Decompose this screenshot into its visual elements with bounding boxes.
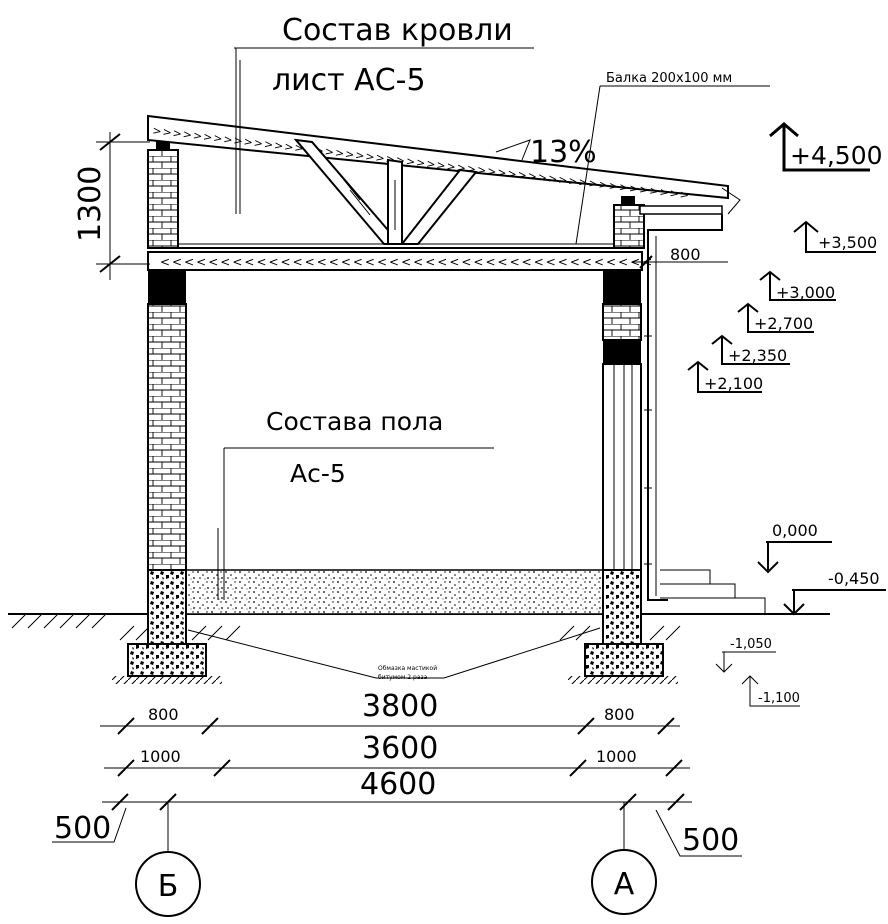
- downpipe: [644, 214, 723, 601]
- svg-text:1000: 1000: [140, 747, 181, 766]
- svg-text:+2,700: +2,700: [754, 314, 813, 333]
- roof-height-label: 1300: [73, 166, 108, 242]
- overhang-dimension: 800: [632, 245, 728, 269]
- svg-text:+4,500: +4,500: [790, 141, 883, 170]
- svg-text:0,000: 0,000: [772, 521, 818, 540]
- elevation-minus-1050: -1,050: [715, 637, 776, 673]
- roof-callout: Состав кровли лист АС-5: [234, 13, 534, 214]
- axis-b-label: Б: [158, 869, 179, 904]
- axis-a-label: А: [614, 867, 635, 902]
- elevation-minus-0450: -0,450: [783, 569, 886, 616]
- elevation-3500: +3,500: [793, 220, 877, 253]
- svg-text:+3,000: +3,000: [776, 283, 835, 302]
- ground-line: [8, 613, 830, 641]
- elevation-markers: +4,500 +3,500 +3,000 +2,700 +2,350 +2,10…: [687, 122, 886, 707]
- elevation-4500: +4,500: [769, 122, 883, 172]
- elevation-3000: +3,000: [759, 270, 836, 302]
- elevation-2100: +2,100: [687, 360, 763, 393]
- axis-a: А: [591, 802, 657, 915]
- slope-label: 13%: [530, 135, 597, 170]
- ceiling-beam: <<<<<<<<<<<<<<<<<<<<<<<<<<<<<<<<<<<<<<<<…: [147, 243, 654, 271]
- dimension-row-1: 800 3800 800: [100, 689, 680, 735]
- svg-text:-1,100: -1,100: [758, 691, 800, 706]
- elevation-2350: +2,350: [711, 334, 790, 365]
- svg-text:>>>>>>>>>>>>>>>>>>>>>>>>>>>>>>: >>>>>>>>>>>>>>>>>>>>>>>>>>>>>>>>>>>>>>>>…: [152, 124, 691, 202]
- foundation-note-1: Обмазка мастикой: [378, 665, 437, 672]
- elevation-2700: +2,700: [737, 302, 814, 333]
- elevation-0000: 0,000: [757, 521, 832, 574]
- svg-text:800: 800: [148, 705, 179, 724]
- floor-composition-label: Состава пола: [266, 407, 443, 436]
- dimension-row-2: 1000 3600 1000: [104, 731, 690, 777]
- svg-text:+2,100: +2,100: [704, 374, 763, 393]
- floor-callout: Состава пола Ас-5: [217, 407, 494, 600]
- svg-text:4600: 4600: [360, 767, 436, 802]
- overhang-label: 800: [670, 245, 701, 264]
- beam-label: Балка 200х100 мм: [606, 71, 732, 86]
- foundation-note-2: битумом 2 раза: [378, 674, 428, 681]
- slope-indicator: 13%: [495, 135, 597, 170]
- right-wall: [602, 196, 645, 571]
- beam-callout: Балка 200х100 мм: [575, 71, 770, 245]
- roof-sheet-label: лист АС-5: [272, 63, 426, 98]
- right-offset-label: 500: [682, 823, 739, 858]
- dimension-row-3: 4600: [102, 767, 692, 811]
- svg-text:800: 800: [604, 705, 635, 724]
- roof-height-dimension: 1300: [73, 132, 150, 280]
- svg-text:+2,350: +2,350: [728, 346, 787, 365]
- offset-leaders: 500 500: [52, 807, 742, 858]
- left-foundation: [112, 569, 222, 684]
- floor-slab: [147, 569, 641, 615]
- right-foundation: [568, 569, 678, 684]
- roof-truss: >>>>>>>>>>>>>>>>>>>>>>>>>>>>>>>>>>>>>>>>…: [147, 114, 741, 245]
- left-wall: [147, 138, 187, 571]
- axis-b: Б: [135, 802, 201, 917]
- svg-text:1000: 1000: [596, 747, 637, 766]
- entry-steps: [660, 569, 766, 614]
- svg-text:3600: 3600: [362, 731, 438, 766]
- svg-text:<<<<<<<<<<<<<<<<<<<<<<<<<<<<<<: <<<<<<<<<<<<<<<<<<<<<<<<<<<<<<<<<<<<<<<<…: [160, 255, 654, 269]
- svg-text:3800: 3800: [362, 689, 438, 724]
- svg-text:-0,450: -0,450: [828, 569, 880, 588]
- svg-text:-1,050: -1,050: [730, 637, 772, 652]
- roof-composition-label: Состав кровли: [282, 13, 513, 48]
- elevation-minus-1100: -1,100: [741, 675, 800, 707]
- svg-text:+3,500: +3,500: [818, 233, 877, 252]
- left-offset-label: 500: [54, 811, 111, 846]
- waterproofing-lines: [187, 627, 601, 679]
- floor-sheet-label: Ас-5: [290, 459, 346, 488]
